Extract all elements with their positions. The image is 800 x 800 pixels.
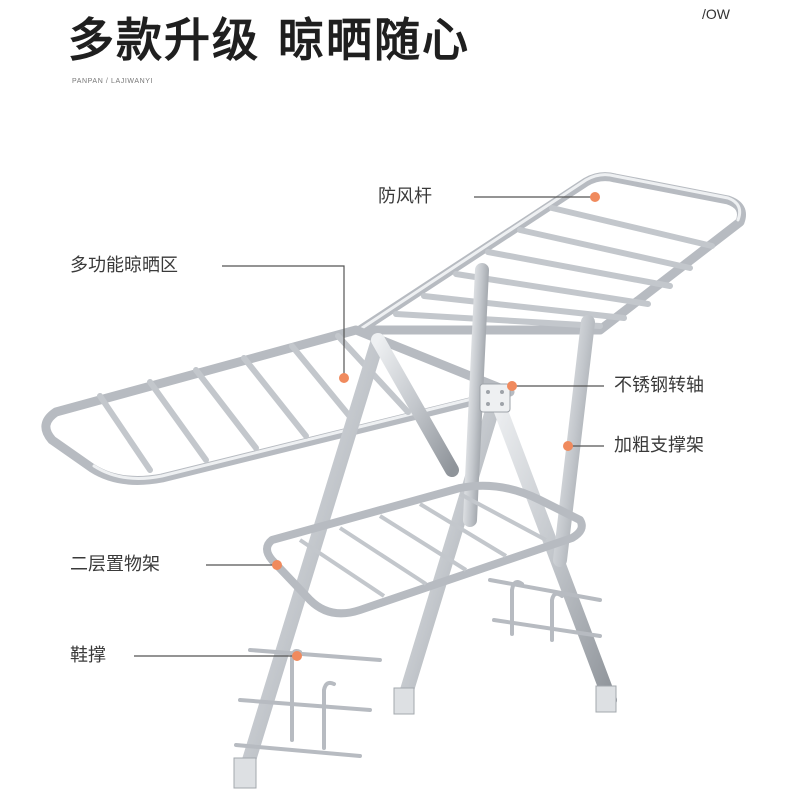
foot-caps bbox=[233, 685, 617, 789]
corner-tag: /OW bbox=[702, 6, 730, 22]
right-wing-slats bbox=[393, 205, 715, 329]
right-wing-frame bbox=[355, 172, 746, 335]
right-wing-frame-highlight bbox=[360, 173, 742, 330]
page-title: 多款升级 晾晒随心 bbox=[68, 13, 471, 67]
brand-caption: PANPAN / LAJIWANYI bbox=[72, 78, 154, 85]
callout-leaders bbox=[134, 196, 604, 657]
second-shelf bbox=[263, 481, 586, 618]
second-shelf-slats bbox=[298, 492, 547, 598]
hinge-plate bbox=[479, 383, 511, 413]
dot-shoe-rack bbox=[292, 651, 302, 661]
dot-thick-support bbox=[563, 441, 573, 451]
shoe-rack-back bbox=[488, 578, 602, 642]
callout-drying-area: 多功能晾晒区 bbox=[70, 255, 178, 276]
dot-windproof-bar bbox=[590, 192, 600, 202]
left-wing-frame bbox=[41, 325, 515, 485]
callout-thick-support: 加粗支撑架 bbox=[614, 435, 704, 456]
dot-stainless-hinge bbox=[507, 381, 517, 391]
callout-shoe-rack: 鞋撑 bbox=[70, 645, 106, 666]
callout-windproof-bar: 防风杆 bbox=[378, 186, 432, 207]
dot-drying-area bbox=[339, 373, 349, 383]
left-wing-frame-highlight bbox=[92, 388, 510, 480]
callout-second-shelf: 二层置物架 bbox=[70, 554, 160, 575]
callout-stainless-hinge: 不锈钢转轴 bbox=[614, 375, 704, 396]
a-frame-legs bbox=[239, 263, 617, 777]
dot-second-shelf bbox=[272, 560, 282, 570]
callout-dots bbox=[272, 192, 600, 661]
